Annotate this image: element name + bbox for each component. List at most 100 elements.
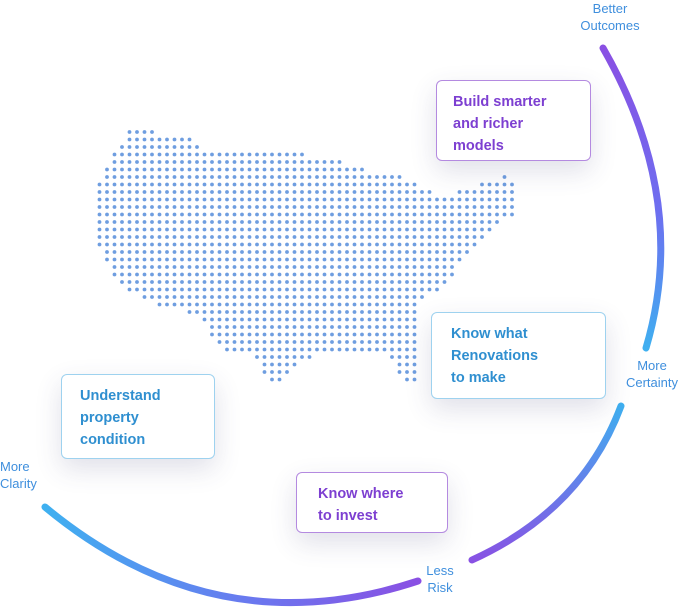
- map-dot: [285, 347, 289, 352]
- map-dot: [322, 182, 327, 187]
- map-dot: [352, 167, 357, 172]
- map-dot: [157, 160, 162, 164]
- map-dot: [157, 257, 162, 262]
- map-dot: [247, 182, 252, 187]
- map-dot: [210, 332, 214, 337]
- map-dot: [247, 212, 252, 217]
- map-dot: [487, 182, 492, 187]
- map-dot: [337, 347, 342, 352]
- map-dot: [240, 220, 244, 224]
- map-dot: [120, 242, 124, 247]
- map-dot: [315, 265, 319, 269]
- map-dot: [150, 227, 154, 232]
- map-dot: [315, 160, 319, 164]
- map-dot: [292, 257, 297, 262]
- map-dot: [142, 220, 147, 224]
- map-dot: [262, 332, 267, 337]
- map-dot: [150, 205, 154, 209]
- map-dot: [502, 182, 507, 187]
- map-dot: [262, 355, 267, 359]
- map-dot: [187, 145, 192, 149]
- map-dot: [330, 257, 334, 262]
- map-dot: [367, 205, 372, 209]
- map-dot: [255, 347, 259, 352]
- map-dot: [315, 197, 319, 202]
- map-dot: [307, 212, 312, 217]
- map-dot: [277, 272, 282, 277]
- map-dot: [277, 317, 282, 322]
- map-dot: [315, 190, 319, 194]
- map-dot: [210, 205, 214, 209]
- map-dot: [165, 167, 169, 172]
- map-dot: [375, 265, 379, 269]
- map-dot: [330, 235, 334, 239]
- map-dot: [255, 287, 259, 292]
- map-dot: [105, 167, 109, 172]
- map-dot: [277, 280, 282, 284]
- map-dot: [487, 197, 492, 202]
- map-dot: [322, 250, 327, 254]
- map-dot: [382, 317, 387, 322]
- map-dot: [225, 167, 229, 172]
- map-dot: [367, 280, 372, 284]
- map-dot: [277, 242, 282, 247]
- map-dot: [412, 302, 417, 307]
- map-dot: [247, 302, 252, 307]
- map-dot: [285, 205, 289, 209]
- label-line: More: [637, 358, 667, 373]
- map-dot: [120, 167, 124, 172]
- map-dot: [435, 287, 439, 292]
- map-dot: [202, 302, 207, 307]
- map-dot: [127, 205, 132, 209]
- map-dot: [97, 190, 102, 194]
- map-dot: [292, 310, 297, 314]
- map-dot: [270, 295, 274, 299]
- map-dot: [255, 175, 259, 179]
- map-dot: [375, 280, 379, 284]
- map-dot: [202, 190, 207, 194]
- map-dot: [195, 265, 199, 269]
- map-dot: [112, 197, 117, 202]
- map-dot: [315, 250, 319, 254]
- map-dot: [390, 347, 394, 352]
- map-dot: [330, 227, 334, 232]
- map-dot: [165, 250, 169, 254]
- map-dot: [397, 265, 402, 269]
- map-dot: [225, 272, 229, 277]
- map-dot: [127, 287, 132, 292]
- map-dot: [135, 167, 139, 172]
- map-dot: [292, 235, 297, 239]
- map-dot: [105, 227, 109, 232]
- map-dot: [435, 197, 439, 202]
- map-dot: [397, 227, 402, 232]
- map-dot: [240, 167, 244, 172]
- map-dot: [285, 175, 289, 179]
- map-dot: [307, 197, 312, 202]
- map-dot: [292, 302, 297, 307]
- map-dot: [397, 325, 402, 329]
- map-dot: [450, 235, 454, 239]
- map-dot: [210, 317, 214, 322]
- map-dot: [472, 227, 477, 232]
- map-dot: [375, 242, 379, 247]
- map-dot: [277, 347, 282, 352]
- map-dot: [285, 257, 289, 262]
- map-dot: [262, 295, 267, 299]
- map-dot: [465, 220, 469, 224]
- map-dot: [337, 287, 342, 292]
- map-dot: [315, 235, 319, 239]
- map-dot: [277, 190, 282, 194]
- map-dot: [367, 317, 372, 322]
- map-dot: [150, 152, 154, 157]
- map-dot: [427, 272, 432, 277]
- map-dot: [217, 175, 222, 179]
- map-dot: [397, 242, 402, 247]
- map-dot: [172, 152, 177, 157]
- map-dot: [240, 227, 244, 232]
- map-dot: [150, 220, 154, 224]
- map-dot: [382, 325, 387, 329]
- map-dot: [420, 250, 424, 254]
- map-dot: [442, 235, 447, 239]
- map-dot: [337, 197, 342, 202]
- map-dot: [150, 175, 154, 179]
